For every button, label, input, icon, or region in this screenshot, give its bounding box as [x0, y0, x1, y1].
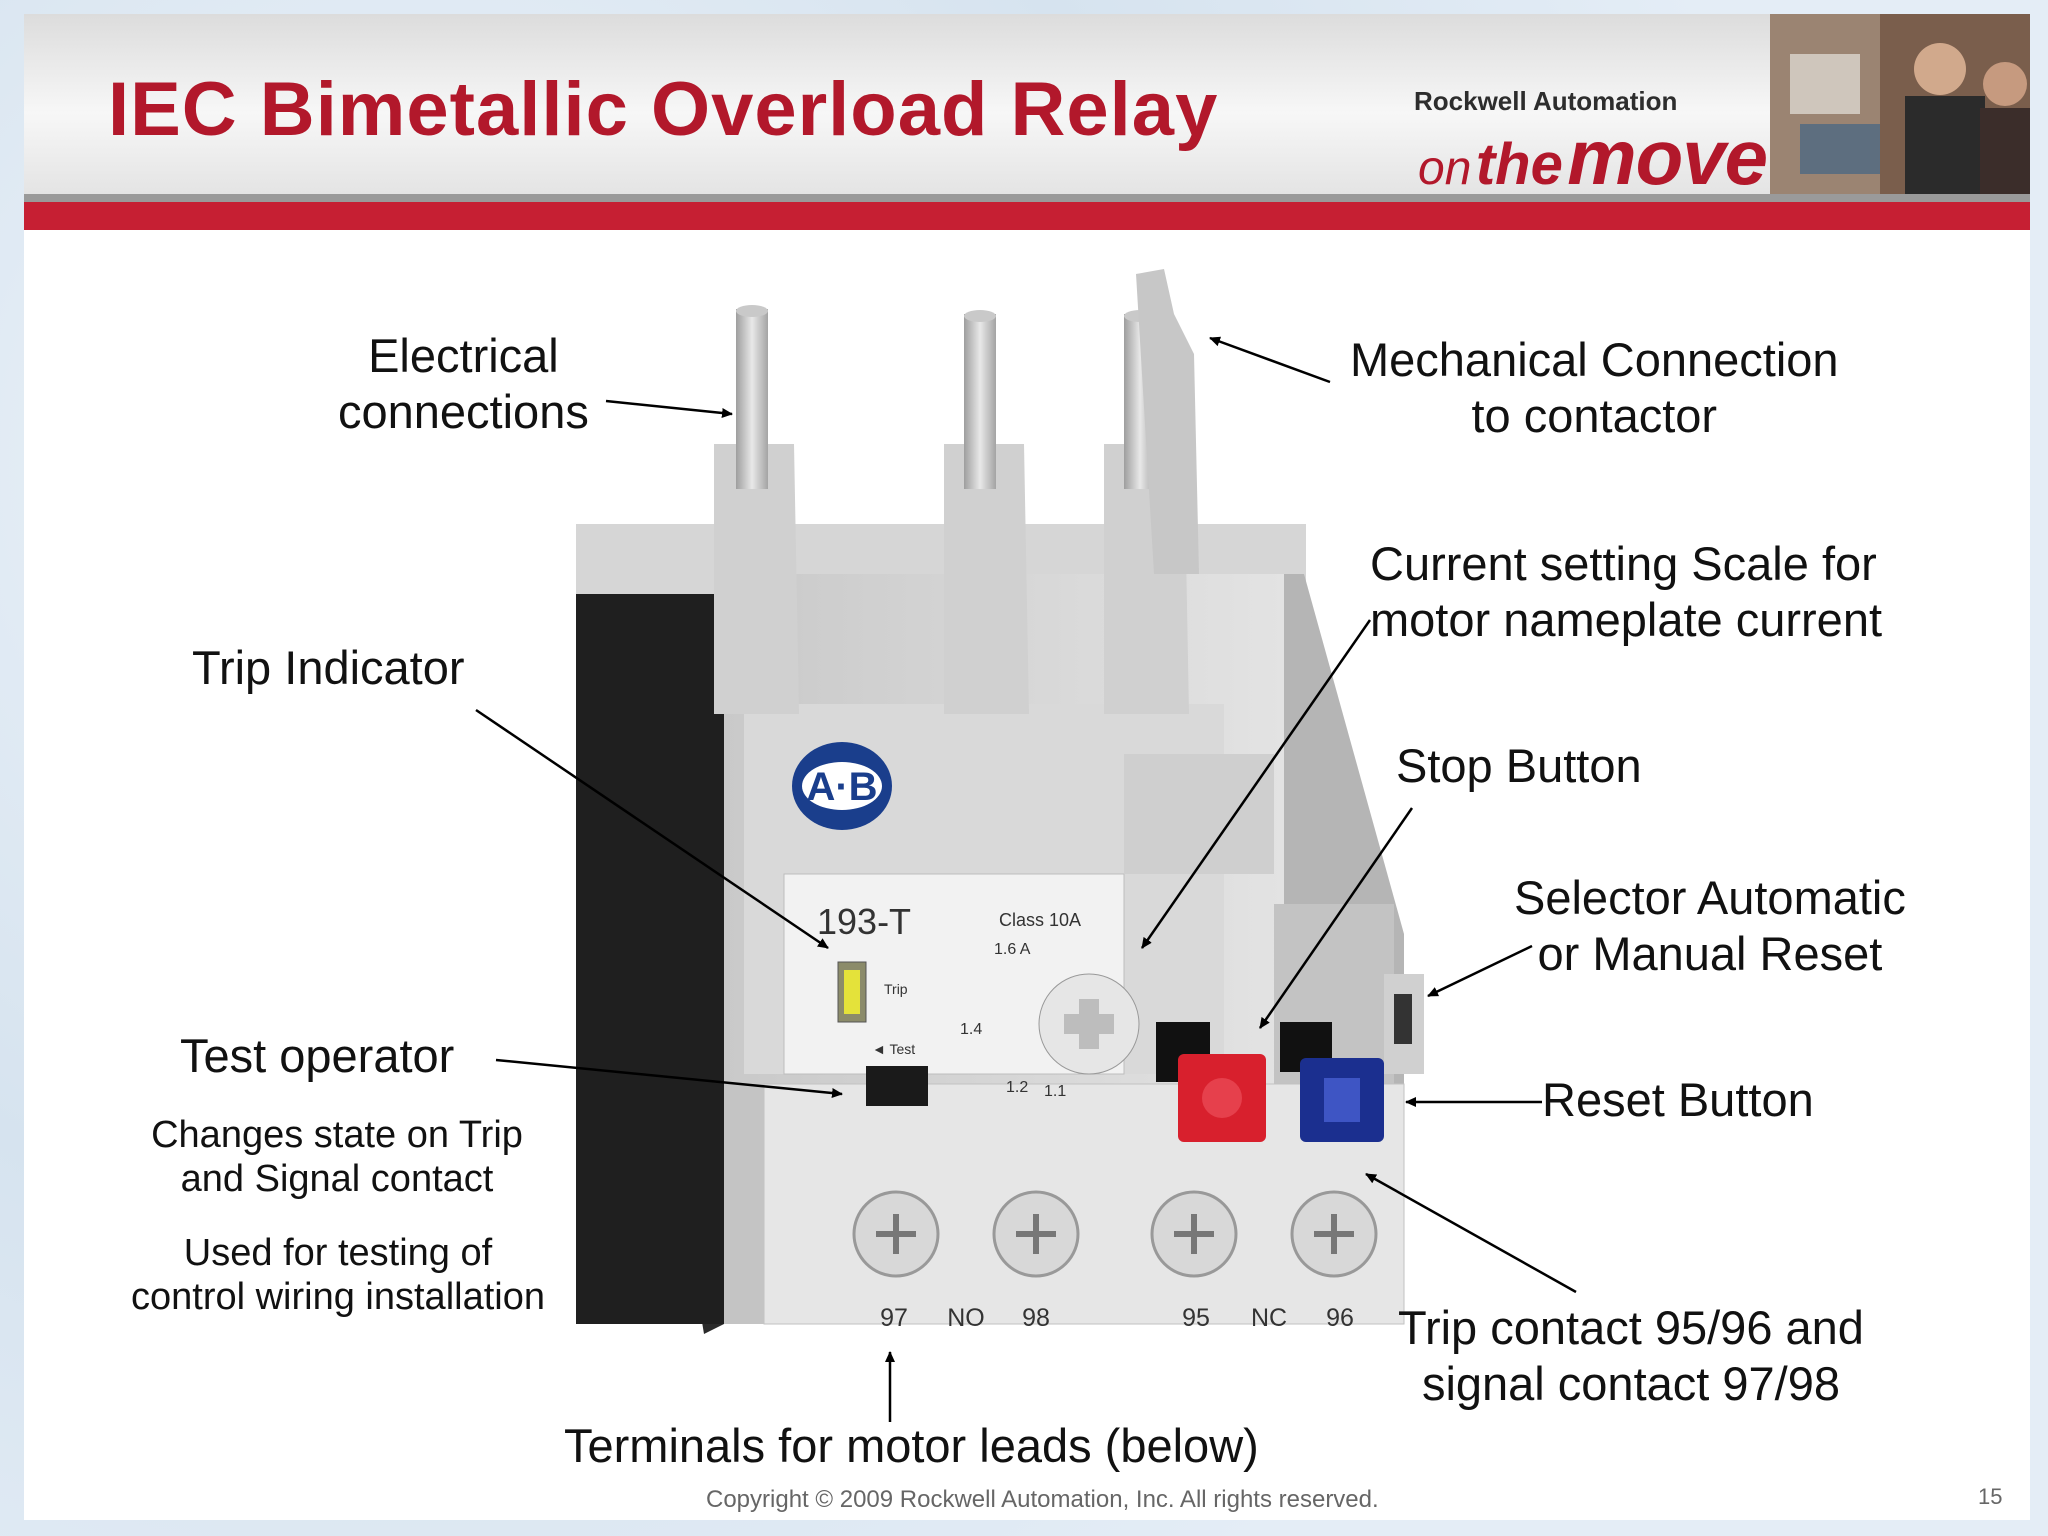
- arrow-current-scale: [1140, 619, 1372, 949]
- header-red-band: [24, 202, 2030, 230]
- test-text: ◄ Test: [872, 1041, 915, 1057]
- relay-diagram: A·B 193-T Class 10A 1.6 A 1.4 1.2 1.1 Tr…: [475, 269, 1577, 1422]
- brand-tagline: on the move: [1418, 112, 1768, 203]
- label-test-sub2-line2: control wiring installation: [131, 1275, 545, 1318]
- relay-housing: [576, 524, 1405, 1334]
- trip-indicator-flag: [844, 970, 860, 1014]
- arrow-mechanical: [1209, 336, 1331, 384]
- label-test-sub1: Changes state on Trip and Signal contact: [132, 1114, 542, 1201]
- brand-name: Rockwell Automation: [1414, 86, 1678, 116]
- brand-tagline-move: move: [1567, 113, 1768, 201]
- label-selector-line1: Selector Automatic: [1514, 871, 1906, 924]
- terminal-98: 98: [1022, 1304, 1050, 1332]
- label-electrical-line1: Electrical: [368, 329, 559, 382]
- trip-text: Trip: [884, 981, 908, 997]
- label-current-line1: Current setting Scale for: [1370, 537, 1877, 590]
- header-photo: [1770, 14, 2030, 194]
- label-mechanical-line1: Mechanical Connection: [1350, 333, 1839, 386]
- electrical-connection-pins: [714, 305, 1189, 714]
- terminal-screws: [852, 1190, 1378, 1278]
- page-number: 15: [1978, 1484, 2003, 1509]
- header-divider: [24, 194, 2030, 202]
- logo-text: A·B: [806, 765, 877, 809]
- scale-label-12: 1.2: [1006, 1079, 1028, 1096]
- label-terminals: Terminals for motor leads (below): [564, 1419, 1259, 1472]
- label-current-setting-scale: Current setting Scale for motor nameplat…: [1370, 536, 1882, 649]
- copyright-footer: Copyright © 2009 Rockwell Automation, In…: [706, 1486, 1379, 1513]
- arrow-stop-button: [1258, 807, 1414, 1029]
- allen-bradley-logo: A·B: [792, 742, 892, 830]
- label-electrical-connections: Electrical connections: [338, 328, 589, 441]
- label-trip-indicator: Trip Indicator: [192, 641, 465, 694]
- scale-label-14: 1.4: [960, 1021, 982, 1038]
- label-test-operator: Test operator: [180, 1029, 455, 1082]
- terminal-96: 96: [1326, 1304, 1354, 1332]
- slide-header: [24, 14, 2030, 194]
- current-setting-dial[interactable]: [1038, 973, 1140, 1075]
- label-trip-contact: Trip contact 95/96 and signal contact 97…: [1398, 1300, 1864, 1413]
- arrow-trip-contact: [1365, 1172, 1577, 1294]
- brand-tagline-on: on: [1418, 142, 1472, 195]
- terminal-95: 95: [1182, 1304, 1210, 1332]
- arrow-selector: [1427, 944, 1533, 998]
- model-number: 193-T: [817, 901, 911, 942]
- label-reset-button: Reset Button: [1542, 1073, 1814, 1126]
- label-mechanical-connection: Mechanical Connection to contactor: [1350, 332, 1839, 445]
- label-electrical-line2: connections: [338, 385, 589, 439]
- label-mechanical-line2: to contactor: [1471, 389, 1718, 443]
- label-trip-contact-line2: signal contact 97/98: [1421, 1357, 1841, 1411]
- arrow-trip-indicator: [475, 708, 829, 950]
- label-current-line2: motor nameplate current: [1370, 593, 1883, 647]
- label-test-sub1-line1: Changes state on Trip: [151, 1114, 523, 1156]
- label-selector-line2: or Manual Reset: [1537, 927, 1883, 981]
- arrow-test-operator: [495, 1058, 843, 1098]
- terminal-no: NO: [947, 1304, 985, 1332]
- test-operator[interactable]: [866, 1066, 928, 1106]
- scale-label-11: 1.1: [1044, 1083, 1066, 1100]
- label-test-sub2-line1: Used for testing of: [183, 1232, 493, 1274]
- terminal-97: 97: [880, 1304, 908, 1332]
- mechanical-tab: [1136, 269, 1199, 574]
- brand-tagline-the: the: [1475, 132, 1563, 197]
- scale-label-top: 1.6 A: [994, 941, 1031, 958]
- callout-arrows: [475, 336, 1577, 1422]
- arrow-electrical: [605, 399, 733, 418]
- slide-title: IEC Bimetallic Overload Relay: [108, 67, 1219, 152]
- terminal-nc: NC: [1251, 1304, 1287, 1332]
- slide: IEC Bimetallic Overload Relay Rockwell A…: [24, 14, 2030, 1520]
- label-stop-button: Stop Button: [1396, 739, 1642, 792]
- trip-class: Class 10A: [999, 910, 1081, 930]
- label-test-sub2: Used for testing of control wiring insta…: [110, 1232, 566, 1319]
- label-test-sub1-line2: and Signal contact: [180, 1157, 494, 1200]
- label-trip-contact-line1: Trip contact 95/96 and: [1398, 1301, 1864, 1354]
- label-selector: Selector Automatic or Manual Reset: [1514, 870, 1906, 983]
